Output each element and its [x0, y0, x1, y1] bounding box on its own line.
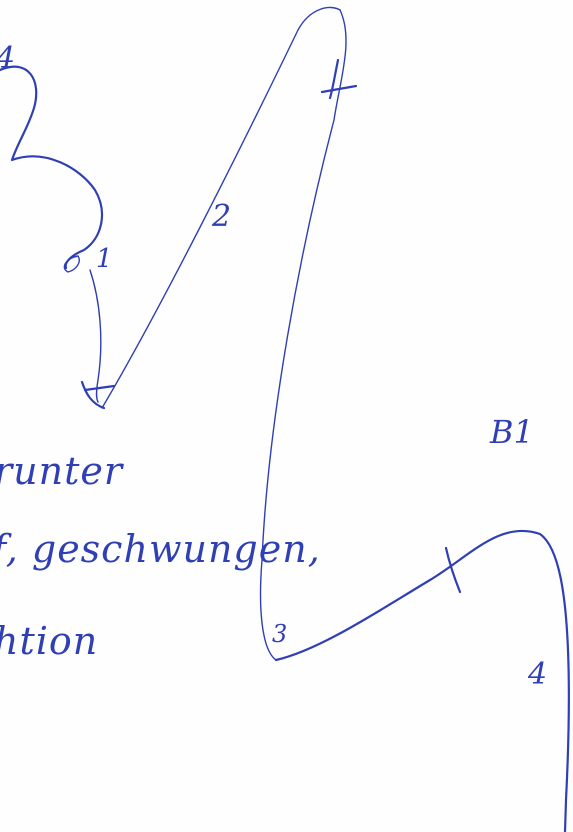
label-one: 1 — [96, 244, 113, 274]
label-two: 2 — [212, 199, 232, 234]
loop-near-1 — [63, 255, 80, 273]
label-three: 3 — [272, 620, 288, 648]
tick-mark-bottom-left — [80, 380, 106, 410]
connector-to-bottom-tick — [89, 269, 102, 403]
label-four: 4 — [528, 657, 548, 692]
peak-descending-stroke — [259, 9, 347, 661]
tick-mark-top — [320, 58, 358, 100]
label-b1: B1 — [490, 413, 534, 451]
note-line-2: f, geschwungen, — [0, 527, 321, 571]
top-left-squiggle-curve — [0, 65, 104, 270]
bottom-curve-segment-3 — [274, 529, 570, 832]
label-top-left: 4 — [0, 44, 15, 74]
diagonal-segment-2 — [101, 6, 341, 409]
tick-bar-bottom-left — [83, 384, 116, 392]
tick-mark-right — [444, 546, 462, 594]
note-line-1: runter — [0, 449, 124, 493]
note-line-3: htion — [0, 619, 99, 663]
